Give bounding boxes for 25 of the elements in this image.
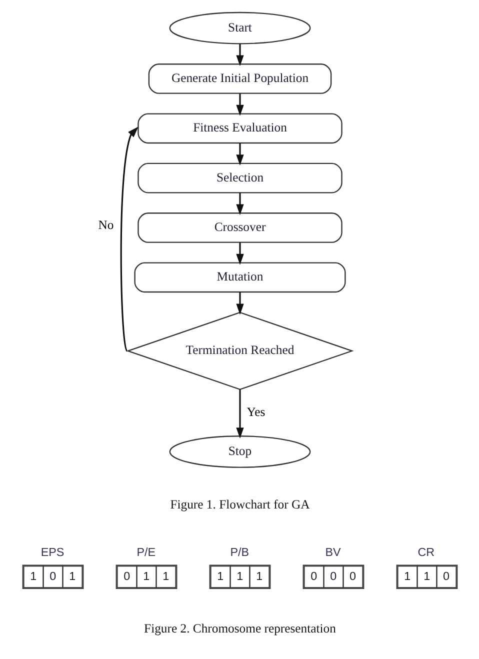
node-box: Mutation (134, 262, 346, 293)
arrow (236, 390, 244, 438)
node-label: P/B (230, 546, 249, 560)
arrow (236, 44, 244, 66)
arrow (236, 192, 244, 216)
node-box: Selection (137, 162, 342, 194)
arrow (236, 143, 244, 166)
node-ellipse: Stop (168, 436, 310, 468)
node-diamond: Termination Reached (126, 312, 354, 390)
arrow (236, 94, 244, 116)
node-box: Crossover (137, 212, 342, 243)
node-label: P/E (136, 546, 156, 560)
arrow (236, 292, 244, 315)
node-box: Generate Initial Population (148, 64, 332, 94)
node-label: BV (324, 546, 340, 560)
node-ellipse: Start (168, 12, 310, 44)
arrow (120, 126, 138, 352)
label: Figure 1. Flowchart for GA (170, 498, 310, 512)
node-box: Fitness Evaluation (137, 113, 342, 144)
node-label: EPS (40, 546, 64, 560)
node-label: CR (417, 546, 434, 560)
edge-label: Yes (246, 405, 265, 420)
edge-label: No (98, 218, 114, 232)
label: Figure 2. Chromosome representation (144, 621, 336, 636)
arrow (236, 242, 244, 265)
